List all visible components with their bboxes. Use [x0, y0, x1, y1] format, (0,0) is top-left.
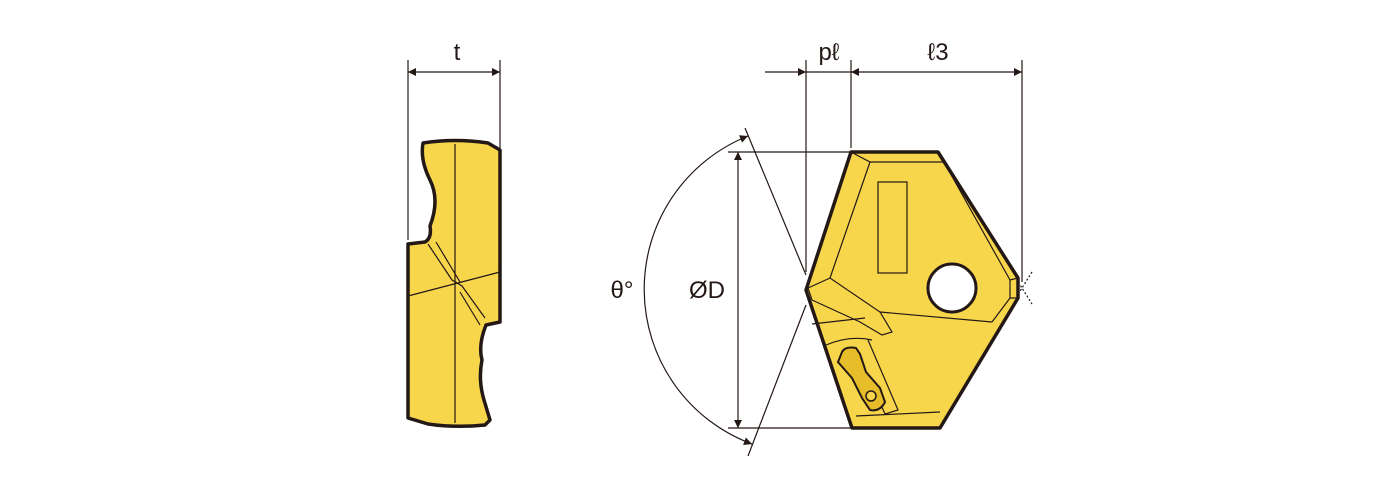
chip-breaker-edge	[435, 241, 481, 326]
angle-arc	[643, 135, 753, 445]
front-insert-body	[804, 150, 1020, 430]
side-view: t	[406, 39, 502, 429]
cutting-edge-facet	[807, 277, 893, 336]
marking-rectangle	[877, 181, 908, 274]
screw-hole	[926, 262, 978, 314]
angle-line	[747, 304, 807, 457]
angle-label: θ°	[611, 277, 634, 304]
edge-lines	[811, 311, 993, 346]
bottom-facet-line	[855, 411, 941, 417]
t-label: t	[454, 39, 461, 66]
angle-line	[744, 127, 807, 276]
chip-breaker	[427, 243, 486, 319]
diameter-label: ØD	[689, 277, 725, 304]
facet-lines	[829, 161, 1019, 323]
l3-label: ℓ3	[927, 39, 948, 66]
front-view: pℓ ℓ3 ØD θ°	[611, 39, 1033, 457]
edge-line	[407, 271, 501, 297]
coolant-hole	[865, 390, 877, 402]
pl-label: pℓ	[818, 39, 839, 66]
